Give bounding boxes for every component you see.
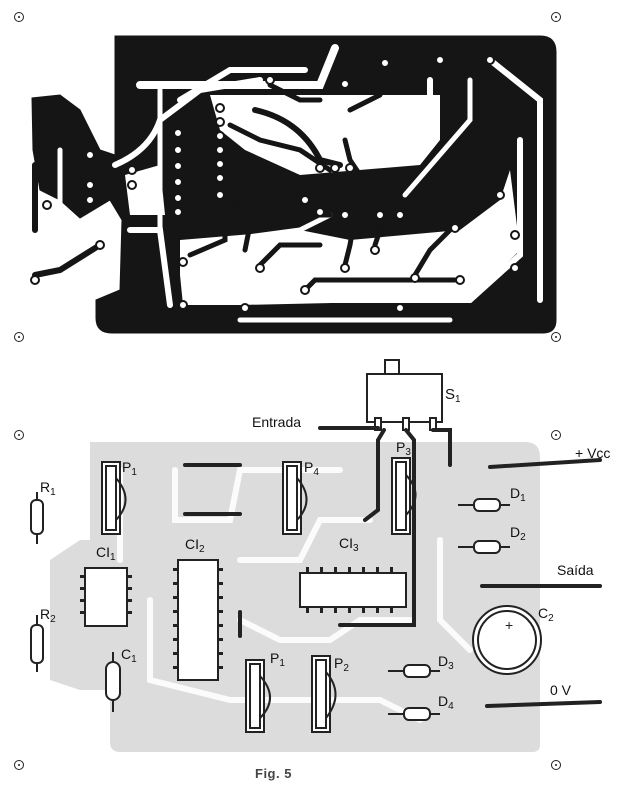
- registration-mark-bottom-left-2: [14, 760, 24, 770]
- label-p1-bottom: P1: [270, 650, 285, 669]
- integrated-circuits: [84, 559, 407, 681]
- label-saida: Saída: [557, 562, 594, 578]
- registration-mark-top-left-2: [14, 430, 24, 440]
- registration-mark-mid-right-1: [551, 332, 561, 342]
- label-p4: P4: [304, 459, 319, 478]
- label-ci1: CI1: [96, 544, 116, 563]
- resistors: [30, 499, 44, 664]
- label-entrada: Entrada: [252, 414, 302, 430]
- registration-mark-mid-left-1: [14, 332, 24, 342]
- label-ci2: CI2: [185, 536, 205, 555]
- registration-mark-top-left-1: [14, 12, 24, 22]
- label-c1: C1: [121, 646, 137, 665]
- label-d3: D3: [438, 653, 454, 672]
- figure-caption: Fig. 5: [255, 766, 292, 781]
- registration-mark-top-right-1: [551, 12, 561, 22]
- registration-mark-top-right-2: [551, 430, 561, 440]
- switch-s1: [366, 359, 443, 431]
- registration-mark-bottom-right-2: [551, 760, 561, 770]
- label-d4: D4: [438, 693, 454, 712]
- label-ci3: CI3: [339, 535, 359, 554]
- label-d1: D1: [510, 485, 526, 504]
- capacitor-c2: [472, 605, 542, 675]
- label-p3: P3: [396, 439, 411, 458]
- label-d2: D2: [510, 524, 526, 543]
- label-c2: C2: [538, 605, 554, 624]
- label-0v: 0 V: [550, 682, 572, 698]
- label-s1: S1: [445, 386, 461, 405]
- label-r2: R2: [40, 606, 56, 625]
- label-p2: P2: [334, 655, 349, 674]
- capacitor-c1: [105, 652, 121, 712]
- svg-text:+: +: [505, 617, 513, 633]
- label-vcc: + Vcc: [575, 445, 611, 461]
- label-r1: R1: [40, 479, 56, 498]
- trimpots: [101, 457, 411, 733]
- label-p1-top: P1: [122, 459, 137, 478]
